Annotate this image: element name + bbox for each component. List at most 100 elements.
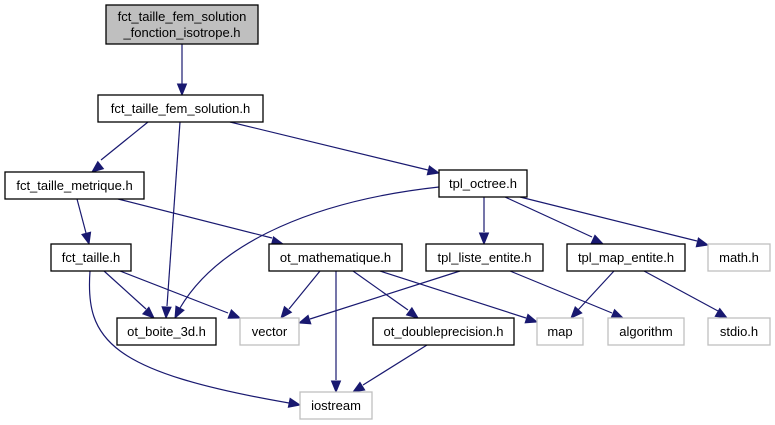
- edge-line: [103, 270, 147, 310]
- edge-mathematique-to-vector: [280, 270, 321, 320]
- arrowhead-icon: [161, 306, 172, 320]
- node-taille[interactable]: fct_taille.h: [50, 243, 132, 272]
- edge-taille-to-iostream: [88, 270, 302, 408]
- node-liste-entite[interactable]: tpl_liste_entite.h: [425, 243, 544, 272]
- edges-layer: [76, 44, 729, 408]
- edge-mathematique-to-iostream: [330, 271, 342, 394]
- arrowhead-icon: [426, 165, 441, 176]
- edge-line: [117, 198, 273, 239]
- edge-taille-to-boite_3d: [103, 270, 155, 319]
- edge-mathematique-to-doubleprecision: [352, 270, 420, 319]
- node-box[interactable]: [97, 94, 264, 123]
- arrowhead-icon: [695, 237, 710, 248]
- edge-line: [352, 270, 409, 311]
- edge-line: [119, 270, 229, 314]
- node-map-entite[interactable]: tpl_map_entite.h: [566, 243, 686, 272]
- edge-line: [76, 198, 87, 234]
- edge-line: [362, 344, 428, 386]
- edge-octree-to-liste_entite: [478, 197, 490, 246]
- node-label: ot_mathematique.h: [280, 250, 391, 265]
- node-box[interactable]: [707, 317, 771, 346]
- node-fem-solution[interactable]: fct_taille_fem_solution.h: [97, 94, 264, 123]
- node-box[interactable]: [566, 243, 686, 272]
- node-stdio[interactable]: stdio.h: [707, 317, 771, 346]
- node-algorithm[interactable]: algorithm: [607, 317, 685, 346]
- edge-octree-to-map_entite: [504, 196, 605, 245]
- edge-line: [643, 270, 719, 312]
- edge-fem_solution-to-boite_3d: [161, 121, 181, 320]
- edge-line: [519, 196, 698, 242]
- arrowhead-icon: [330, 380, 342, 394]
- edge-line: [179, 186, 440, 309]
- node-box[interactable]: [268, 243, 403, 272]
- node-box[interactable]: [116, 317, 217, 346]
- arrowhead-icon: [297, 314, 312, 325]
- arrowhead-icon: [405, 306, 420, 319]
- edge-liste_entite-to-algorithm: [509, 270, 625, 319]
- node-box[interactable]: [372, 317, 515, 346]
- node-box[interactable]: [50, 243, 132, 272]
- arrowhead-icon: [90, 160, 105, 173]
- nodes-layer: fct_taille_fem_solution_fonction_isotrop…: [4, 4, 771, 420]
- arrowhead-icon: [570, 306, 583, 319]
- edge-line: [577, 270, 615, 311]
- arrowhead-icon: [227, 308, 242, 319]
- node-math[interactable]: math.h: [707, 243, 771, 272]
- edge-doubleprecision-to-iostream: [351, 344, 428, 393]
- edge-line: [509, 270, 613, 314]
- edge-line: [229, 121, 429, 171]
- arrowhead-icon: [176, 83, 188, 97]
- node-box[interactable]: [425, 243, 544, 272]
- node-label: map: [547, 324, 572, 339]
- node-mathematique[interactable]: ot_mathematique.h: [268, 243, 403, 272]
- node-box[interactable]: [438, 169, 528, 198]
- arrowhead-icon: [714, 307, 729, 319]
- node-label: algorithm: [619, 324, 672, 339]
- edge-line: [88, 270, 290, 404]
- edge-line: [288, 270, 321, 310]
- node-root[interactable]: fct_taille_fem_solution_fonction_isotrop…: [105, 4, 259, 45]
- node-box[interactable]: [299, 391, 373, 420]
- arrowhead-icon: [351, 381, 366, 393]
- arrowhead-icon: [81, 231, 92, 246]
- node-label: tpl_liste_entite.h: [438, 250, 532, 265]
- node-box[interactable]: [536, 317, 584, 346]
- node-vector[interactable]: vector: [239, 317, 300, 346]
- arrowhead-icon: [590, 234, 605, 245]
- node-label: ot_boite_3d.h: [127, 324, 206, 339]
- edge-line: [504, 196, 593, 238]
- node-box[interactable]: [239, 317, 300, 346]
- edge-octree-to-boite_3d: [174, 186, 440, 320]
- edge-taille-to-vector: [119, 270, 242, 319]
- node-label: math.h: [719, 250, 759, 265]
- node-iostream[interactable]: iostream: [299, 391, 373, 420]
- node-box[interactable]: [707, 243, 771, 272]
- arrowhead-icon: [610, 308, 625, 319]
- arrowhead-icon: [174, 305, 185, 320]
- node-octree[interactable]: tpl_octree.h: [438, 169, 528, 198]
- node-box[interactable]: [4, 171, 145, 200]
- node-metrique[interactable]: fct_taille_metrique.h: [4, 171, 145, 200]
- node-label: tpl_octree.h: [449, 176, 517, 191]
- edge-metrique-to-mathematique: [117, 198, 285, 247]
- edge-line: [100, 121, 149, 161]
- edge-line: [379, 270, 527, 319]
- arrowhead-icon: [524, 313, 539, 324]
- node-box[interactable]: [607, 317, 685, 346]
- edge-metrique-to-taille: [76, 198, 92, 246]
- node-doubleprecision[interactable]: ot_doubleprecision.h: [372, 317, 515, 346]
- node-map[interactable]: map: [536, 317, 584, 346]
- edge-octree-to-math: [519, 196, 710, 248]
- node-label: iostream: [311, 398, 361, 413]
- node-label: fct_taille_metrique.h: [16, 178, 132, 193]
- arrowhead-icon: [478, 232, 490, 246]
- node-label: ot_doubleprecision.h: [384, 324, 504, 339]
- node-label: stdio.h: [720, 324, 758, 339]
- arrowhead-icon: [287, 397, 302, 408]
- node-label: fct_taille_fem_solution: [118, 9, 247, 24]
- node-boite-3d[interactable]: ot_boite_3d.h: [116, 317, 217, 346]
- node-label: _fonction_isotrope.h: [122, 25, 240, 40]
- node-label: tpl_map_entite.h: [578, 250, 674, 265]
- node-box[interactable]: [105, 4, 259, 45]
